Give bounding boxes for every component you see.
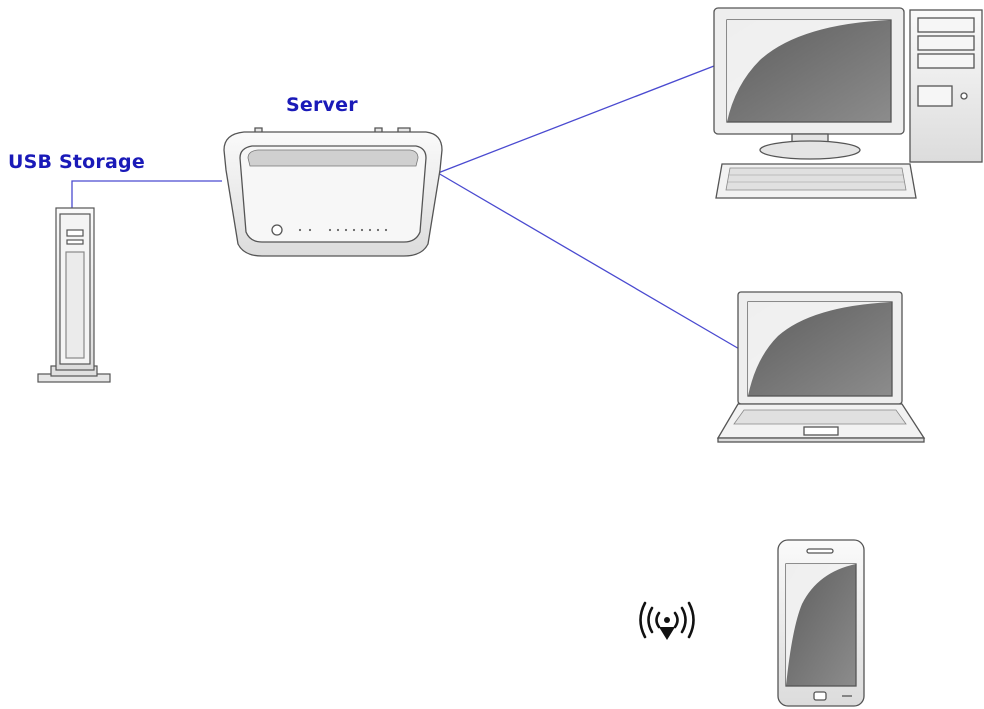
- server-label: Server: [286, 94, 358, 116]
- router-icon: [223, 127, 443, 257]
- usb-storage-tower-icon: [37, 207, 111, 383]
- smartphone-icon: [777, 539, 865, 707]
- wireless-signal-icon: [639, 601, 695, 640]
- link-server-to-laptop: [437, 172, 742, 351]
- desktop-computer-icon: [713, 7, 983, 199]
- connections: [71, 65, 742, 351]
- link-usb-to-server: [71, 180, 222, 208]
- link-server-to-desktop: [437, 65, 715, 174]
- usb-storage-label: USB Storage: [8, 151, 145, 173]
- laptop-icon: [716, 291, 926, 443]
